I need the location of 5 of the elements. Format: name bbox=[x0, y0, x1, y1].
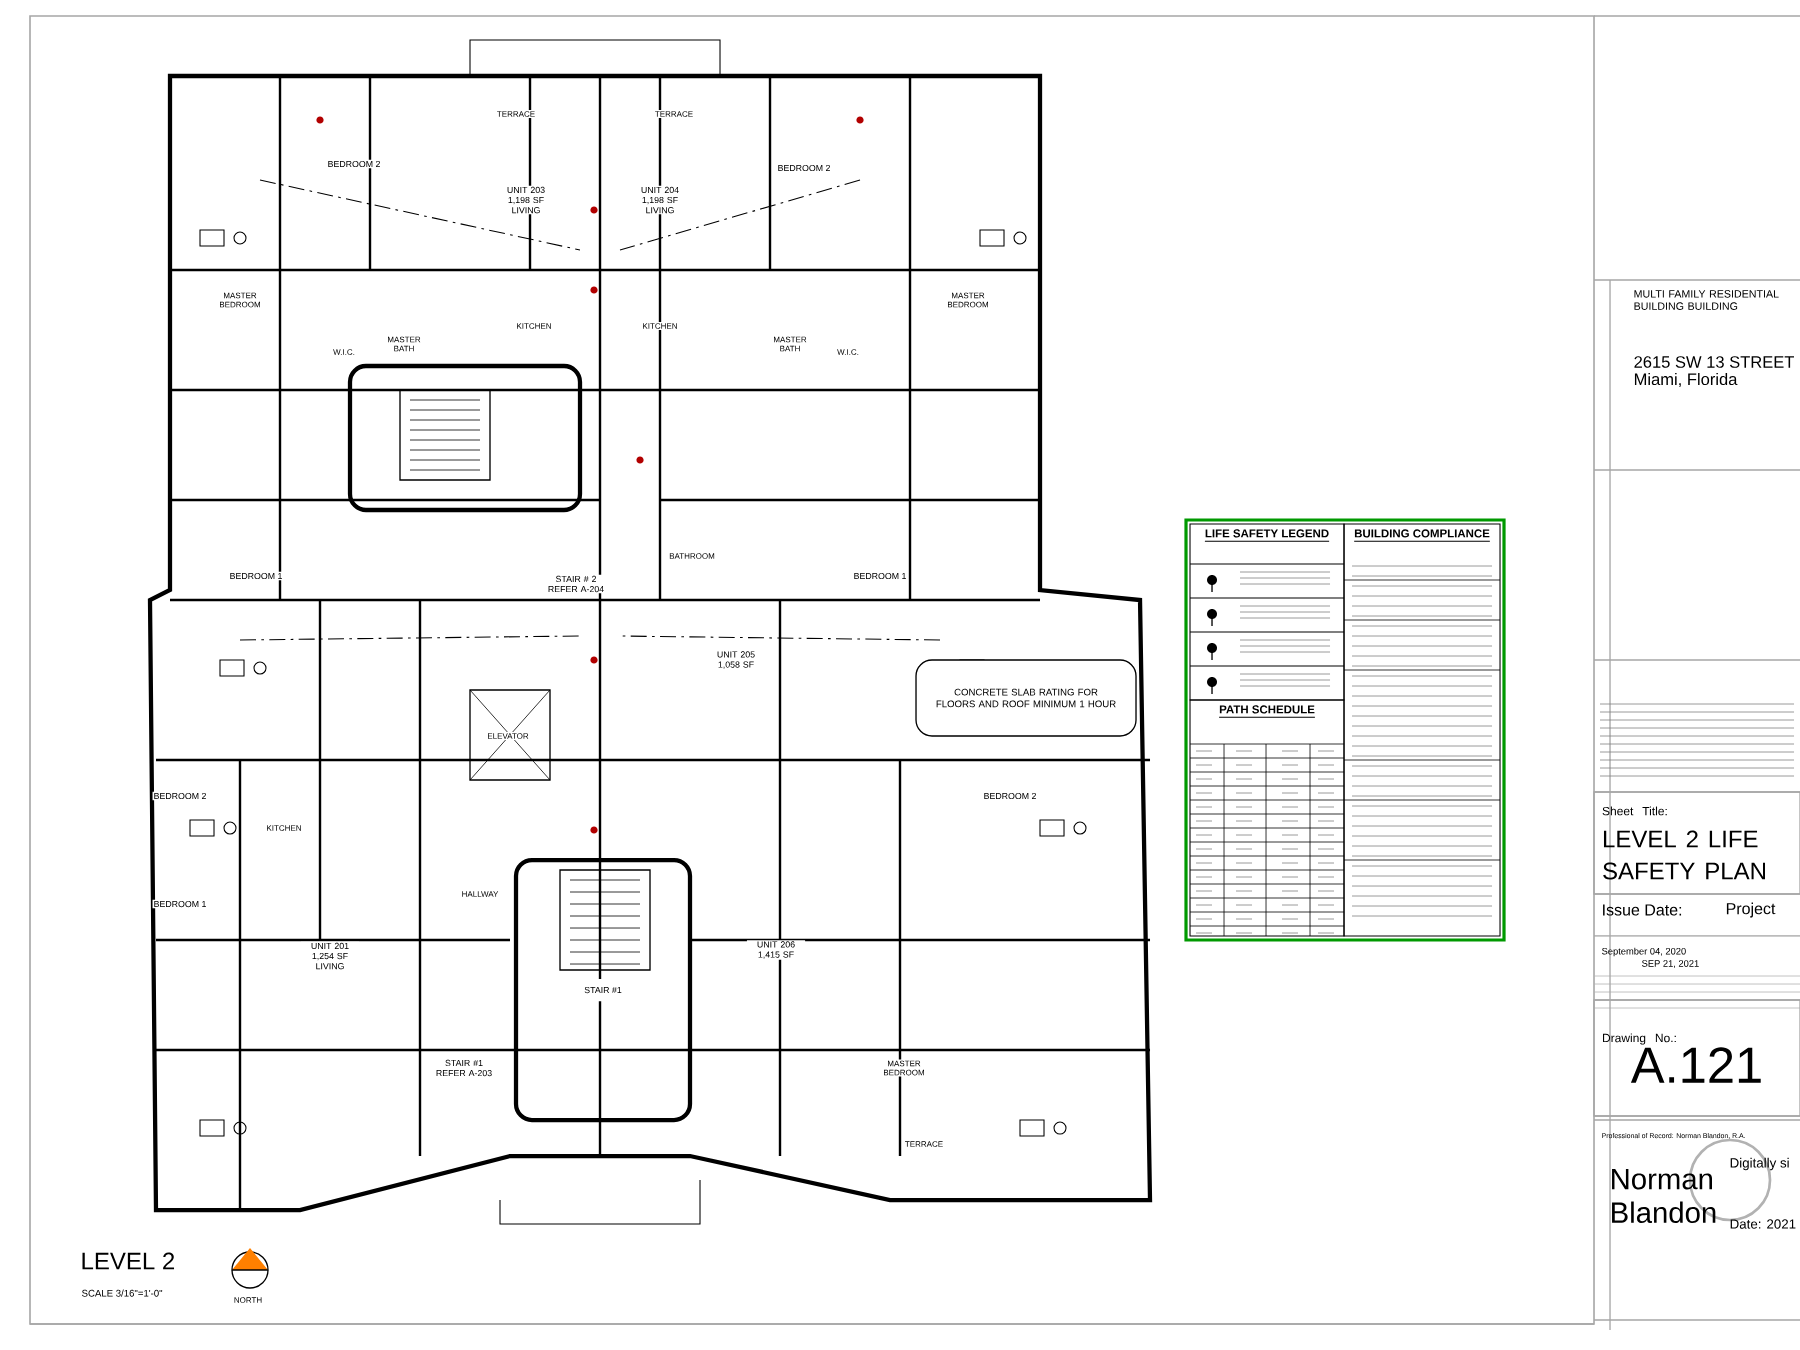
plan-title: LEVEL 2 bbox=[82, 1252, 174, 1270]
stair-highlight bbox=[347, 363, 583, 513]
signature-name: Norman Blandon bbox=[1612, 1169, 1716, 1224]
address-text: 2615 SW 13 STREET bbox=[1634, 356, 1794, 368]
address-text: Miami, Florida bbox=[1634, 373, 1738, 388]
